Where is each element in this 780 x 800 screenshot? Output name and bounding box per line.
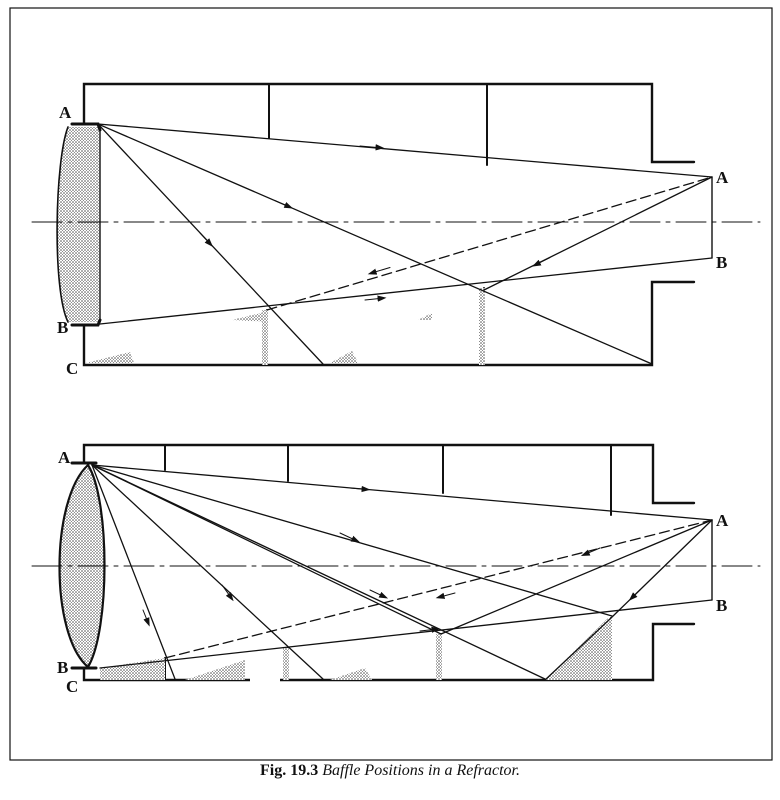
ray-top-1 bbox=[97, 123, 713, 178]
label-bottom-objective-b: B bbox=[57, 658, 68, 677]
tube-outline-bottom bbox=[82, 443, 696, 505]
stipple-wedge-top-1 bbox=[86, 352, 134, 363]
page-border bbox=[9, 7, 773, 761]
figure-caption: Fig. 19.3 Baffle Positions in a Refracto… bbox=[0, 762, 780, 780]
label-bottom-image-b: B bbox=[716, 596, 727, 615]
ray-top-3 bbox=[97, 123, 324, 365]
ray-top-2 bbox=[97, 123, 653, 365]
label-bottom-objective-a: A bbox=[58, 448, 71, 467]
ray-top-5 bbox=[99, 257, 713, 325]
ray-top-6-dashed bbox=[266, 176, 713, 311]
label-top-objective-a: A bbox=[59, 103, 72, 122]
label-top-corner-c: C bbox=[66, 359, 78, 378]
diagram-top: A B C A B bbox=[31, 82, 761, 378]
caption-number: Fig. 19.3 bbox=[260, 762, 319, 779]
stipple-bottom-1 bbox=[100, 658, 165, 680]
stipple-wedge-top-3 bbox=[330, 351, 358, 363]
stipple-wedge-top-4 bbox=[418, 313, 432, 320]
tube-outline-top bbox=[82, 82, 696, 164]
label-top-image-a: A bbox=[716, 168, 729, 187]
stipple-wedge-top-2 bbox=[232, 312, 266, 322]
stipple-bottom-2 bbox=[185, 660, 245, 680]
ray-top-4 bbox=[483, 176, 713, 291]
label-bottom-corner-c: C bbox=[66, 677, 78, 696]
label-bottom-image-a: A bbox=[716, 511, 729, 530]
stipple-bottom-3 bbox=[330, 668, 372, 680]
label-top-objective-b: B bbox=[57, 318, 68, 337]
label-top-image-b: B bbox=[716, 253, 727, 272]
objective-lens-top bbox=[57, 127, 100, 322]
caption-text: Baffle Positions in a Refractor. bbox=[322, 762, 520, 779]
diagram-bottom: A B C A B bbox=[31, 443, 761, 696]
